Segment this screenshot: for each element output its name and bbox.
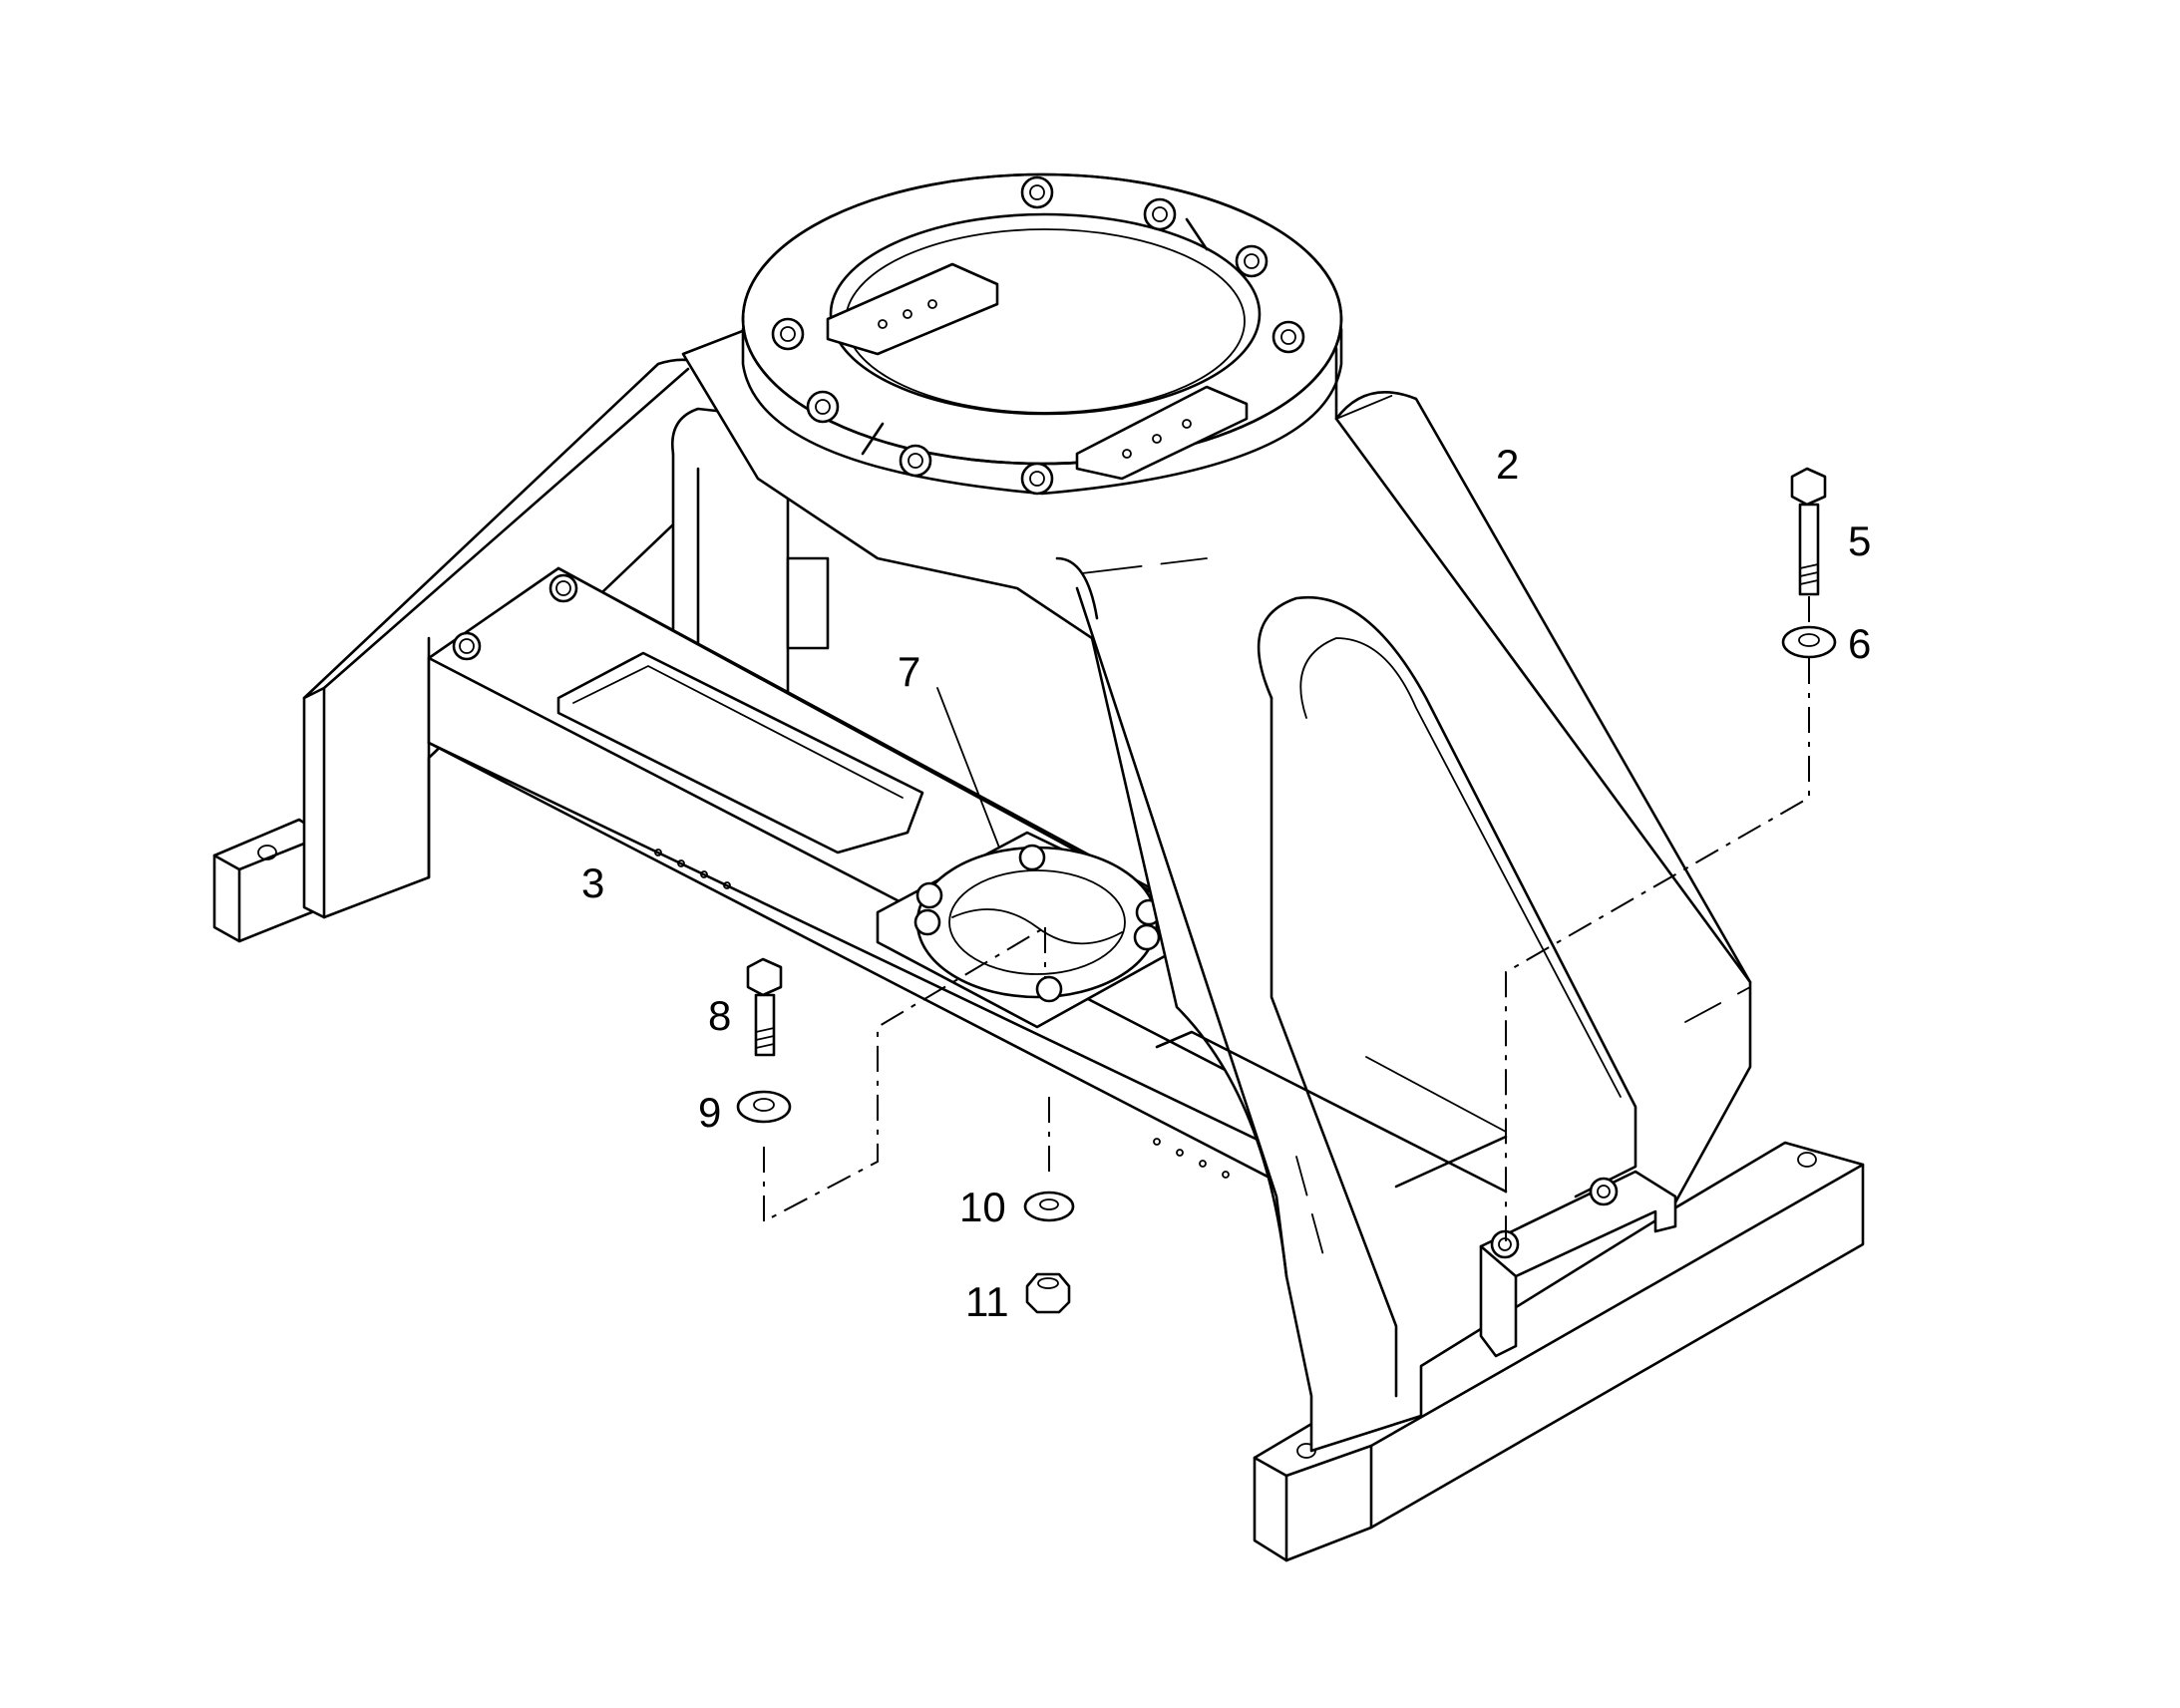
callout-9: 9 bbox=[698, 1089, 721, 1136]
plate-bolt bbox=[913, 908, 941, 936]
hex-nut-11 bbox=[1025, 1272, 1071, 1314]
callout-7: 7 bbox=[898, 648, 920, 695]
washer-6 bbox=[1781, 625, 1837, 659]
beam-hole-row-front bbox=[654, 849, 1230, 1179]
callout-6: 6 bbox=[1848, 620, 1871, 667]
ring-bolt bbox=[1020, 175, 1054, 209]
ring-bolt bbox=[899, 444, 932, 478]
ring-bolt bbox=[1020, 462, 1054, 496]
callout-3: 3 bbox=[581, 859, 604, 906]
assembly-path-lines bbox=[763, 596, 1810, 1241]
right-clamp-bracket bbox=[1479, 1170, 1677, 1358]
main-body-frame bbox=[681, 207, 1752, 1453]
ring-bolt bbox=[1235, 244, 1269, 278]
ring-bolt bbox=[806, 390, 840, 424]
hex-bolt-5 bbox=[1790, 467, 1827, 596]
ring-bolt bbox=[771, 317, 805, 351]
washer-9 bbox=[736, 1090, 792, 1124]
plate-bolt bbox=[1133, 923, 1161, 951]
beam-bolt bbox=[548, 573, 578, 603]
washer-10 bbox=[1023, 1191, 1075, 1222]
bearing-flange-plate bbox=[876, 831, 1174, 1029]
ring-bolt bbox=[1143, 197, 1177, 231]
plate-bolt bbox=[1018, 844, 1046, 871]
clamp-bolt bbox=[1589, 1177, 1619, 1206]
ring-bolt bbox=[1272, 320, 1305, 354]
hex-bolt-8 bbox=[746, 957, 783, 1057]
top-slewing-ring bbox=[741, 172, 1343, 496]
plate-bolt bbox=[1035, 975, 1063, 1003]
leader-lines bbox=[936, 687, 1000, 849]
callout-10: 10 bbox=[959, 1184, 1006, 1230]
callout-8: 8 bbox=[708, 992, 731, 1039]
callout-11: 11 bbox=[965, 1278, 1009, 1325]
beam-bolt bbox=[452, 631, 482, 661]
callout-2: 2 bbox=[1496, 441, 1519, 488]
right-foot-bracket bbox=[1253, 1141, 1865, 1562]
plate-bolt bbox=[915, 881, 943, 909]
callout-5: 5 bbox=[1848, 517, 1871, 564]
